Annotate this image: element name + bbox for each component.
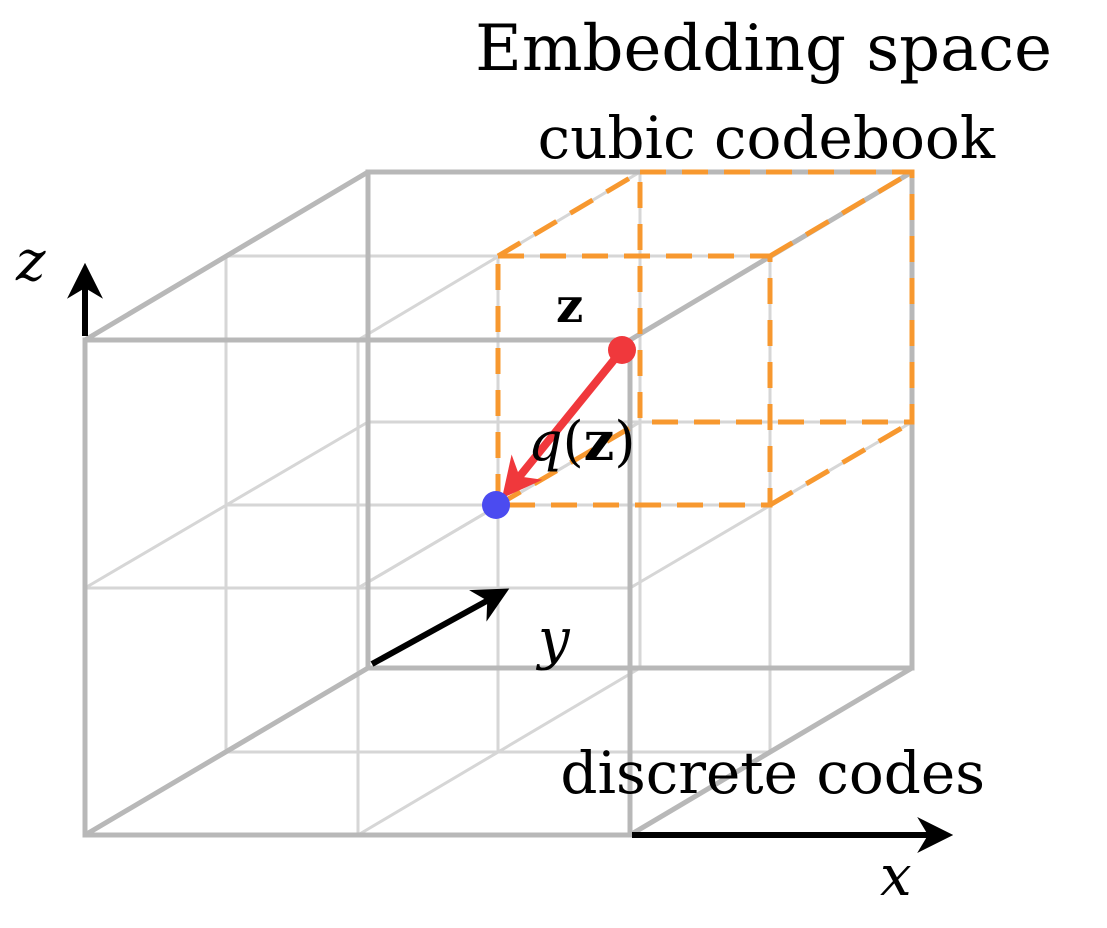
axes <box>67 262 954 853</box>
x-axis-label: x <box>880 844 912 909</box>
quantized-close-paren: ) <box>614 410 635 473</box>
codebook-cell <box>495 169 915 508</box>
quantized-fn: q <box>528 410 563 473</box>
y-axis-label: y <box>535 607 571 672</box>
y-axis-arrow <box>370 588 510 667</box>
quantized-open-paren: ( <box>563 410 584 473</box>
codebook-label: cubic codebook <box>538 104 996 172</box>
quantized-arg: z <box>584 409 615 473</box>
code-point <box>482 491 510 519</box>
embedding-vector-label: z <box>556 278 583 334</box>
quantization-arrow <box>501 347 626 499</box>
diagram-title: Embedding space <box>475 12 1052 86</box>
quantized-label: q(z) <box>528 409 635 473</box>
embedding-point <box>608 336 636 364</box>
z-axis-label: z <box>15 229 46 294</box>
codes-label: discrete codes <box>560 739 985 807</box>
